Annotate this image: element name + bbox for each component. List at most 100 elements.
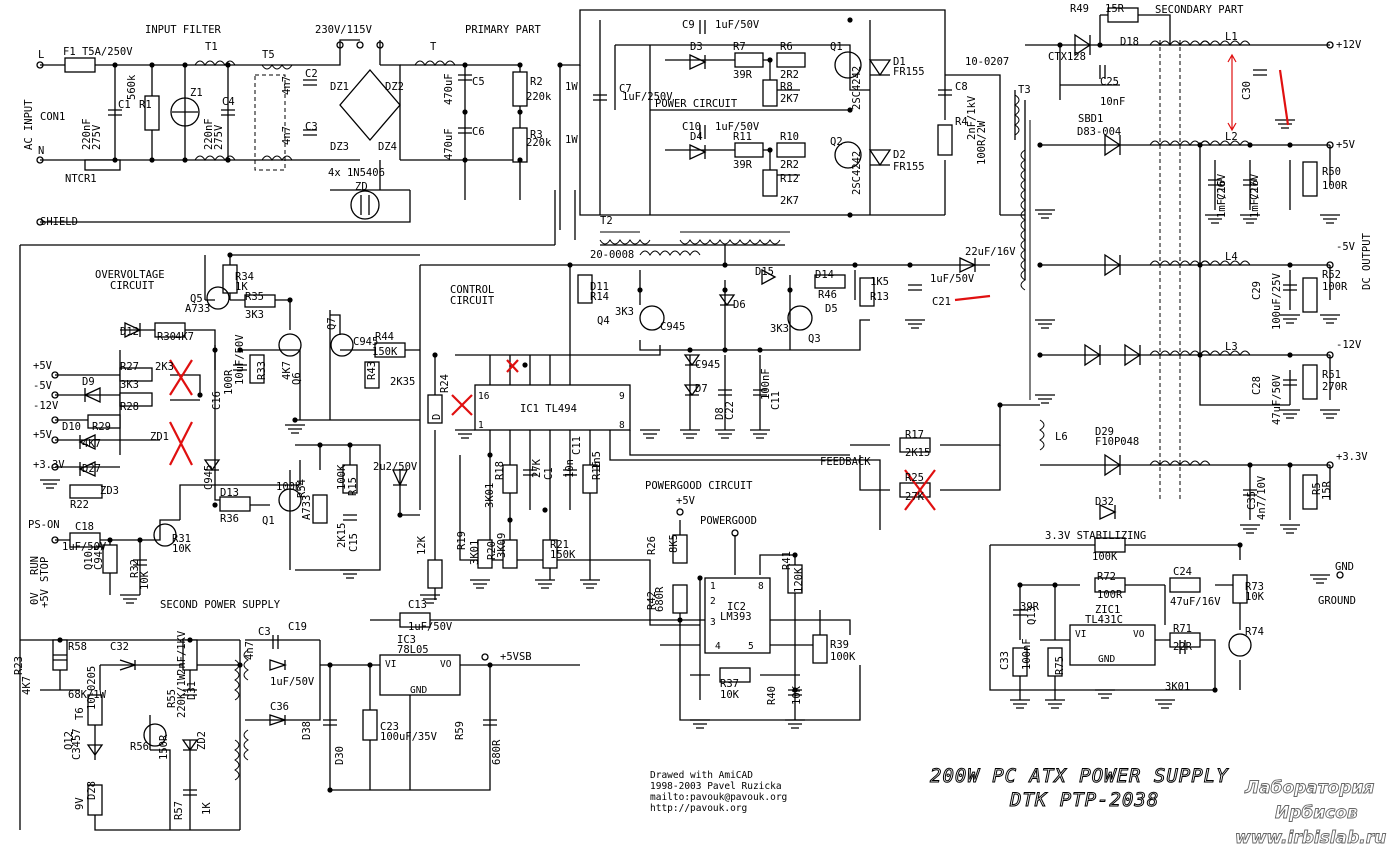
component-label: D15 xyxy=(755,266,774,278)
component-label: Q4 xyxy=(597,315,610,327)
component-label: R7 xyxy=(733,41,746,53)
vsb-label: +5VSB xyxy=(500,651,532,663)
component-label: 2u2/50V xyxy=(373,461,418,473)
component-label: D11 xyxy=(590,281,609,293)
component-label: Q7 xyxy=(326,317,338,330)
component-label: ZD1 xyxy=(150,431,169,443)
component-label: R13 xyxy=(870,291,889,303)
component-label: D3 xyxy=(690,41,703,53)
component-label: 1uF/50V xyxy=(62,541,107,553)
component-label: 39R xyxy=(733,159,753,171)
component-label: 2nF/1KV xyxy=(176,630,188,675)
ic2-pin8: 8 xyxy=(758,581,764,592)
component-label: R42 xyxy=(646,591,658,610)
component-label: D30 xyxy=(334,746,346,765)
component-label: 22uF/16V xyxy=(965,246,1016,258)
component-label: 1W xyxy=(565,81,578,93)
component-label: T3 xyxy=(1018,84,1031,96)
component-label: 2SC4242 xyxy=(851,151,863,195)
component-label: 2R2 xyxy=(780,159,799,171)
component-label: 470uF xyxy=(443,128,455,160)
in-neg5v: -5V xyxy=(33,380,53,392)
component-label: R17 xyxy=(905,429,924,441)
component-label: 2K15 xyxy=(905,447,930,459)
component-label: 10-0207 xyxy=(965,56,1009,68)
component-label: F1 T5A/250V xyxy=(63,46,133,58)
component-label: 100R xyxy=(1097,589,1123,601)
component-label: 10K xyxy=(720,689,740,701)
component-label: 1uF/250V xyxy=(622,91,673,103)
label-input-filter: INPUT FILTER xyxy=(145,24,222,36)
component-label: R14 xyxy=(590,291,609,303)
component-label: L2 xyxy=(1225,131,1238,143)
component-label: 1K5 xyxy=(870,276,889,288)
label-voltage-select: 230V/115V xyxy=(315,24,373,36)
label-stab33: 3.3V STABILIZING xyxy=(1045,530,1146,542)
component-label: D6 xyxy=(733,299,746,311)
transistors xyxy=(143,51,1252,747)
component-label: R8 xyxy=(780,81,793,93)
ic3-label-2: 78L05 xyxy=(397,644,429,656)
component-label: D12 xyxy=(120,326,139,338)
component-label: R46 xyxy=(818,289,837,301)
component-label: 2nF/1kV xyxy=(966,95,978,140)
component-label: T5 xyxy=(262,49,275,61)
ic2-label-2: LM393 xyxy=(720,611,752,623)
component-label: C6 xyxy=(472,126,485,138)
component-label: C24 xyxy=(1173,566,1192,578)
component-label: C27 xyxy=(1249,181,1261,200)
component-label: C21 xyxy=(932,296,951,308)
component-label: C15 xyxy=(348,533,360,552)
component-label: C3457 xyxy=(71,728,83,760)
component-label: CTX128 xyxy=(1048,51,1086,63)
component-label: R44 xyxy=(375,331,394,343)
component-label: 4n7 xyxy=(281,126,293,145)
component-label: D xyxy=(431,414,443,420)
ic2-pin2: 2 xyxy=(710,596,716,607)
component-label: 15R xyxy=(1105,3,1125,15)
component-label: 10K xyxy=(139,570,151,590)
component-label: FR155 xyxy=(893,161,925,173)
zic1-pin-gnd: GND xyxy=(1098,654,1115,665)
component-label: SBD1 xyxy=(1078,113,1103,125)
component-label: 150K xyxy=(372,346,398,358)
credits: Drawed with AmiCAD 1998-2003 Pavel Ruzic… xyxy=(650,770,787,814)
component-label: T1 xyxy=(205,41,218,53)
component-label: 4x 1N5406 xyxy=(328,167,385,179)
component-label: R72 xyxy=(1097,571,1116,583)
label-control-2: CIRCUIT xyxy=(450,295,495,307)
component-label: 100R xyxy=(1322,180,1348,192)
component-label: R29 xyxy=(92,421,111,433)
credit-line-3: mailto:pavouk@pavouk.org xyxy=(650,792,787,803)
component-label: C33 xyxy=(999,651,1011,670)
label-control-1: CONTROL xyxy=(450,284,494,296)
component-label: 15R xyxy=(1321,480,1333,500)
component-label: D4 xyxy=(690,131,703,143)
component-label: R50 xyxy=(1322,166,1341,178)
component-label: R56 xyxy=(130,741,149,753)
label-shield: SHIELD xyxy=(40,216,78,228)
component-label: L6 xyxy=(1055,431,1068,443)
component-label: Q5 xyxy=(190,293,203,305)
component-label: 1uF/50V xyxy=(270,676,315,688)
component-label: R25 xyxy=(905,472,924,484)
component-label: F10P048 xyxy=(1095,436,1139,448)
component-label: R26 xyxy=(646,536,658,555)
ic1-pin1: 1 xyxy=(478,420,484,431)
component-label: C7 xyxy=(619,83,632,95)
component-label: R74 xyxy=(1245,626,1264,638)
component-label: 2K7 xyxy=(780,93,799,105)
terminal-con1: CON1 xyxy=(40,111,65,123)
component-label: L3 xyxy=(1225,341,1238,353)
component-label: 1mF/16V xyxy=(1249,173,1261,218)
component-label: T xyxy=(430,41,437,53)
component-label: 100R xyxy=(1322,281,1348,293)
label-overvoltage-1: OVERVOLTAGE xyxy=(95,269,165,281)
component-label: 220k xyxy=(526,137,552,149)
watermark-line-2: Ирбисов xyxy=(1275,803,1358,823)
label-gnd: GND xyxy=(1335,561,1354,573)
component-label: 47uF/50V xyxy=(1271,374,1283,425)
label-ground: GROUND xyxy=(1318,595,1356,607)
component-label: 12K xyxy=(416,535,428,555)
